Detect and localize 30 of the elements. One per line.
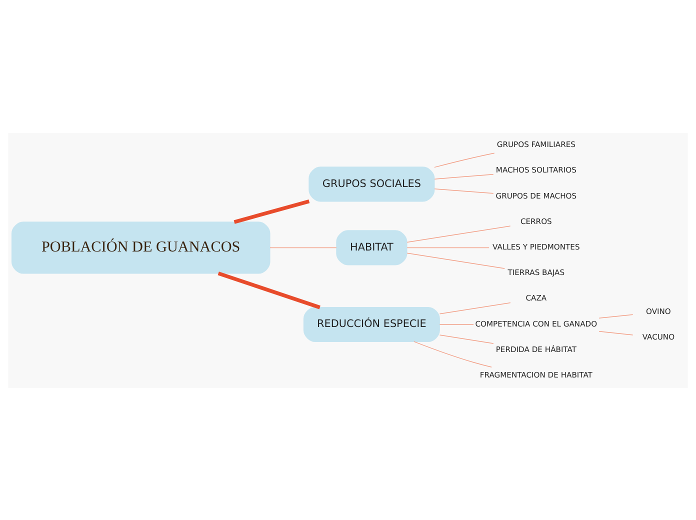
node-text: FRAGMENTACION DE HABITAT [480,370,592,379]
node-text: OVINO [646,306,671,316]
node-text: GRUPOS FAMILIARES [496,140,576,149]
node-box: HABITAT [336,230,408,265]
node-text: COMPETENCIA CON EL GANADO [475,318,598,328]
node-text: MACHOS SOLITARIOS [496,165,576,174]
connector [434,152,495,168]
connector [434,173,494,180]
node-text: CERROS [520,216,552,226]
connector [414,340,492,367]
connector [406,252,505,268]
node-text: VALLES Y PIEDMONTES [492,242,580,252]
connector [234,198,310,224]
connector [406,225,511,242]
connector [434,188,494,194]
node-text: PERDIDA DE HÁBITAT [496,344,576,354]
connector [439,302,511,314]
connector [270,246,337,248]
connector [598,314,634,318]
node-text: CAZA [526,293,547,302]
connector [439,334,494,344]
connector [218,271,320,309]
node-box: POBLACIÓN DE GUANACOS [11,221,270,274]
connector [406,246,490,248]
node-text: GRUPOS DE MACHOS [496,190,577,200]
connector [598,330,634,335]
node-text: VACUNO [642,332,675,342]
node-text: TIERRAS BAJAS [508,268,565,277]
node-box: GRUPOS SOCIALES [308,166,435,202]
node-box: REDUCCIÓN ESPECIE [303,306,440,342]
